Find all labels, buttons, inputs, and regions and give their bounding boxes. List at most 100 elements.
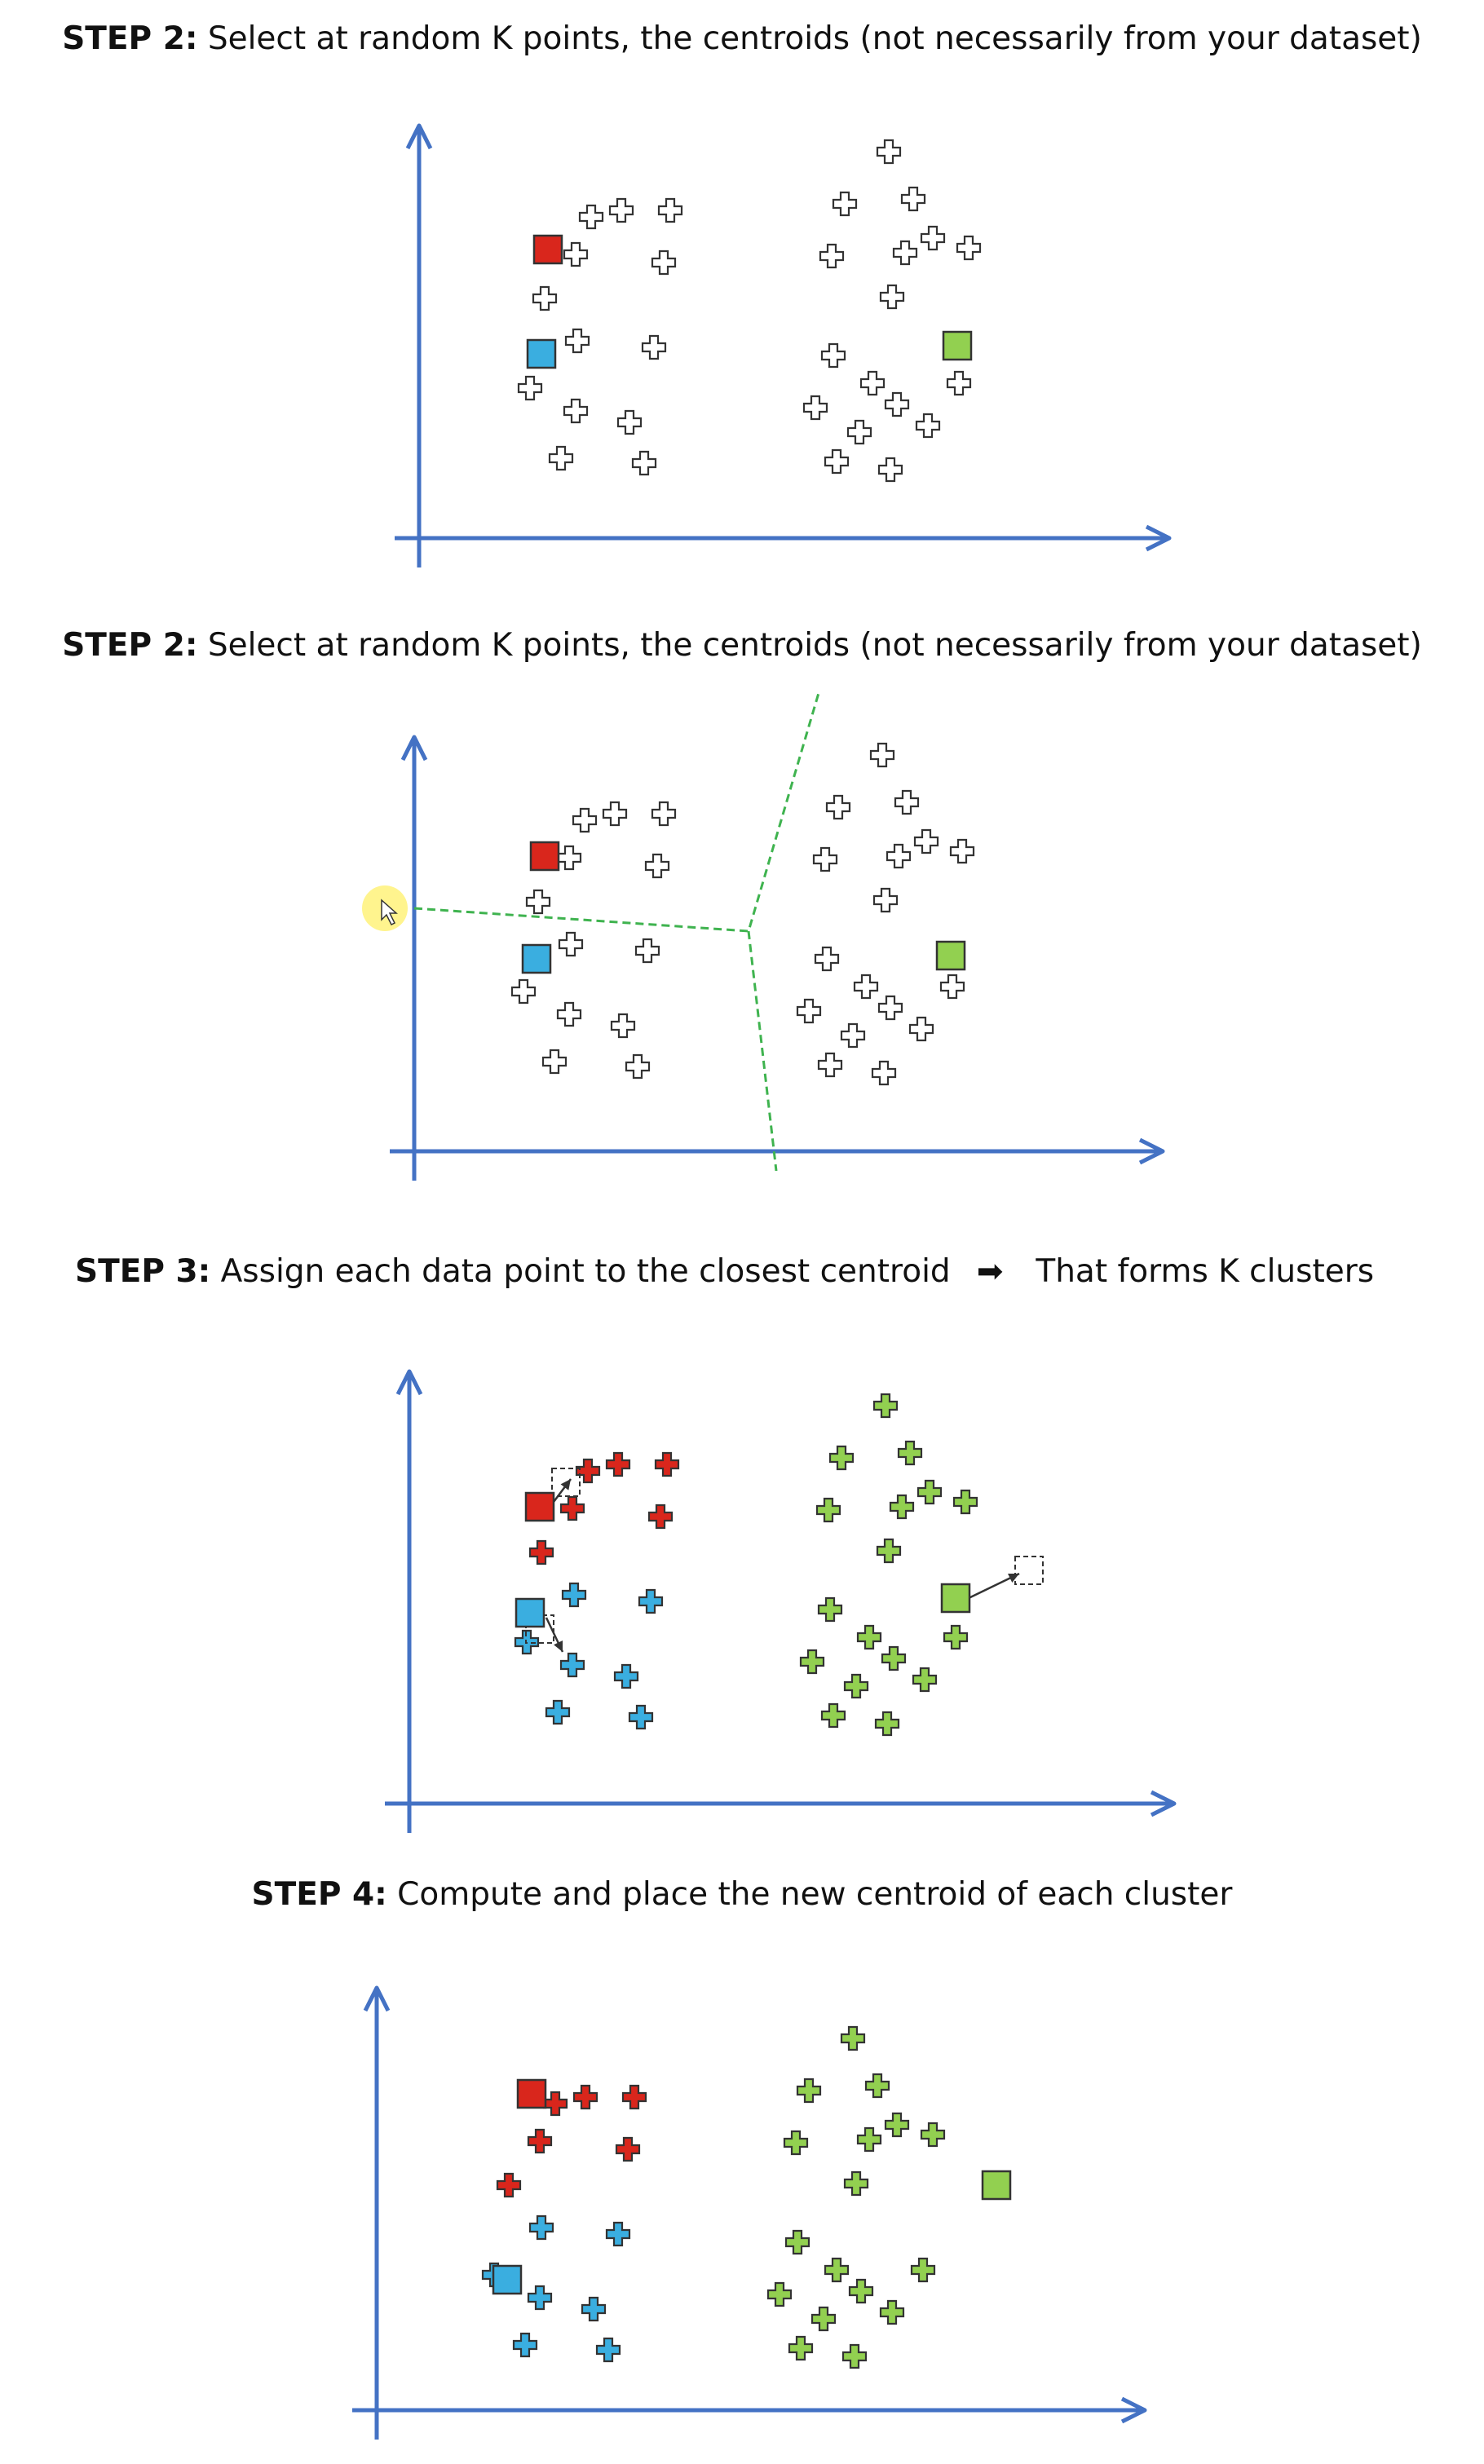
data-point — [900, 186, 926, 212]
data-point — [894, 789, 920, 815]
data-point — [846, 419, 872, 445]
data-point — [910, 2257, 936, 2283]
data-point — [881, 1645, 907, 1671]
data-point — [841, 2343, 868, 2369]
data-point — [952, 1489, 978, 1515]
data-point — [654, 1451, 680, 1477]
x-axis-arrowhead — [1150, 1790, 1177, 1817]
decision-boundary — [747, 930, 778, 1172]
data-point — [559, 1652, 585, 1678]
step-description: Compute and place the new centroid of ea… — [386, 1876, 1233, 1913]
data-point — [848, 2278, 874, 2304]
data-point — [864, 2073, 890, 2099]
data-point — [913, 828, 939, 854]
new-centroid-outline — [551, 1468, 581, 1497]
data-point — [625, 1053, 651, 1080]
centroid — [515, 1597, 545, 1628]
step-label: STEP 4: — [251, 1876, 387, 1913]
data-point — [638, 1588, 664, 1614]
data-point — [608, 197, 634, 223]
axes — [385, 1369, 1177, 1833]
y-axis-arrowhead — [395, 1369, 423, 1396]
axes — [390, 735, 1165, 1181]
centroid — [935, 940, 966, 971]
centroid — [524, 1491, 555, 1522]
x-axis-arrowhead — [1120, 2396, 1147, 2424]
data-point — [613, 1663, 639, 1689]
y-axis-arrowhead — [400, 735, 428, 762]
data-point — [856, 2126, 882, 2153]
step-label: STEP 3: — [75, 1253, 211, 1290]
centroid — [532, 234, 563, 265]
data-point — [628, 1704, 654, 1730]
data-point — [853, 974, 879, 1000]
data-point — [602, 801, 628, 827]
scatter-plot-with-boundaries — [362, 692, 1165, 1181]
data-point — [532, 285, 558, 311]
data-point — [575, 1458, 601, 1484]
data-point — [563, 241, 589, 267]
data-point — [884, 2112, 910, 2138]
data-point — [657, 197, 683, 223]
data-point — [615, 2136, 641, 2162]
data-point — [817, 1596, 843, 1623]
data-point — [651, 249, 677, 276]
data-point — [578, 204, 604, 230]
decision-boundary — [413, 692, 820, 933]
step-description: Select at random K points, the centroids… — [197, 20, 1422, 57]
data-point — [897, 1440, 923, 1466]
data-point — [528, 2215, 554, 2241]
new-centroid-outline — [525, 1614, 554, 1644]
mouse-pointer-icon — [381, 899, 398, 926]
data-point — [920, 225, 946, 251]
data-point — [889, 1494, 915, 1520]
data-point — [556, 1001, 582, 1027]
step-label: STEP 2: — [62, 627, 198, 664]
data-point — [528, 1539, 554, 1565]
data-point — [872, 1393, 899, 1419]
step-2-title-repeat: STEP 2: Select at random K points, the c… — [0, 626, 1484, 665]
data-point — [616, 409, 643, 435]
centroid — [529, 841, 560, 872]
data-point — [828, 1445, 855, 1471]
data-point — [843, 1673, 869, 1699]
data-point — [788, 2335, 814, 2361]
data-point — [920, 2122, 946, 2148]
data-point — [874, 1711, 900, 1737]
x-axis-arrowhead — [1138, 1137, 1165, 1165]
data-point — [814, 946, 840, 972]
data-point — [802, 395, 828, 421]
centroid-move-arrowhead — [1008, 1574, 1019, 1583]
step-result: That forms K clusters — [1036, 1253, 1375, 1290]
data-point — [517, 375, 543, 401]
data-point — [595, 2337, 621, 2363]
data-point — [581, 2296, 607, 2322]
centroid — [521, 943, 552, 974]
new-centroid-outline — [1014, 1556, 1044, 1585]
data-point — [877, 995, 903, 1021]
data-point — [825, 794, 851, 820]
data-point — [496, 2172, 522, 2198]
scatter-plot-new-centroids — [352, 1985, 1147, 2440]
data-point — [605, 2221, 631, 2247]
data-point — [956, 235, 982, 261]
data-point — [832, 191, 858, 217]
data-point — [525, 889, 551, 915]
data-point — [799, 1649, 825, 1675]
centroid — [526, 338, 557, 369]
right-arrow-icon: ➡ — [976, 1253, 1004, 1290]
data-point — [644, 853, 670, 879]
data-point — [820, 1702, 846, 1729]
y-axis-arrowhead — [405, 123, 433, 150]
data-point — [572, 2084, 598, 2110]
data-point — [886, 843, 912, 869]
step-3-title: STEP 3: Assign each data point to the cl… — [75, 1252, 1374, 1292]
centroid — [492, 2264, 523, 2295]
x-axis-arrowhead — [1145, 524, 1172, 552]
data-point — [879, 2299, 905, 2325]
data-point — [824, 448, 850, 475]
data-point — [916, 1479, 943, 1505]
data-point — [605, 1451, 631, 1477]
step-2-title: STEP 2: Select at random K points, the c… — [0, 20, 1484, 59]
y-axis-arrowhead — [363, 1985, 391, 2012]
